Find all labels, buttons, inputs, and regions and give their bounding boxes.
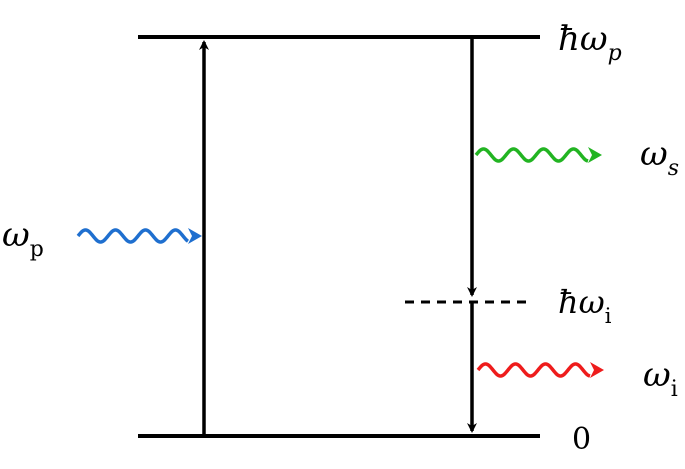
intermediate-level-label: ħωi <box>558 283 612 328</box>
idler-label: ωi <box>643 355 678 402</box>
signal-photon-wave <box>474 147 602 163</box>
pump-label: ωp <box>2 215 44 262</box>
ground-level-label: 0 <box>572 422 591 457</box>
idler-photon-wave <box>476 362 604 378</box>
signal-label: ωs <box>640 134 679 181</box>
top-level-label: ħωp <box>558 19 622 66</box>
pump-photon-wave <box>76 228 202 244</box>
